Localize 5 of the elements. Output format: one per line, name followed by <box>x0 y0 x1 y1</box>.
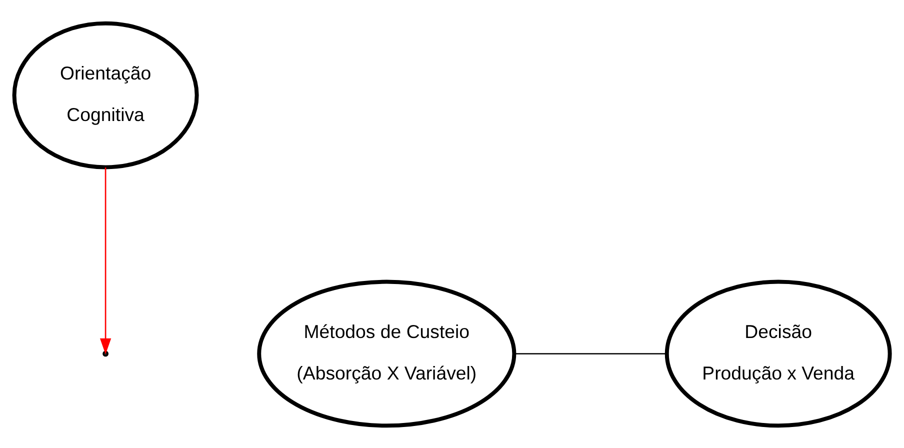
connector <box>514 352 666 354</box>
node-ellipse: Métodos de Custeio (Absorção X Variável) <box>257 279 516 428</box>
arrow <box>100 167 112 354</box>
node-ellipse: Decisão Produção x Venda <box>664 279 892 428</box>
node-ellipse: Orientação Cognitiva <box>12 20 199 169</box>
